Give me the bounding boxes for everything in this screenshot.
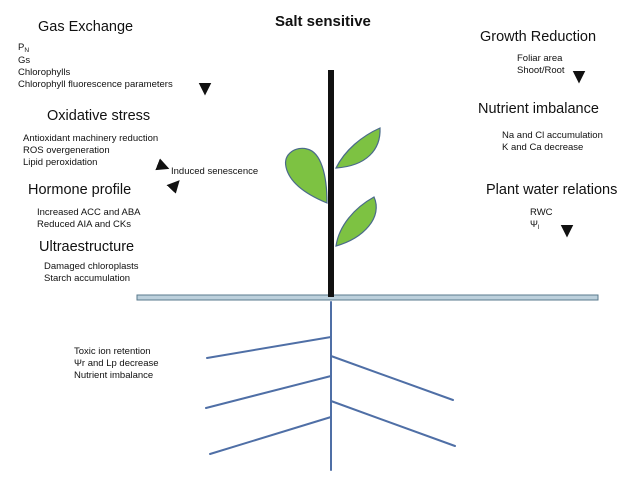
root-branch	[206, 336, 332, 359]
upper-right-leaf	[334, 127, 381, 169]
ground-line	[136, 294, 599, 301]
rwc-label: RWC	[530, 207, 553, 218]
root-system	[205, 301, 456, 471]
root-branch	[330, 355, 454, 401]
list-item: Foliar area	[517, 53, 563, 64]
list-item: Damaged chloroplasts	[44, 261, 139, 272]
list-item: Na and Cl accumulation	[502, 130, 603, 141]
list-item: Lipid peroxidation	[23, 156, 98, 168]
list-item: Starch accumulation	[44, 272, 131, 284]
nutrient-imbalance-heading: Nutrient imbalance	[478, 101, 599, 117]
list-item: Toxic ion retention	[74, 346, 151, 357]
diagram-title: Salt sensitive	[275, 13, 371, 30]
hormone-profile-heading: Hormone profile	[28, 182, 132, 198]
psi-label: Ψl	[530, 218, 540, 231]
root-branch	[209, 416, 332, 455]
pn-label: PN	[18, 42, 30, 54]
list-item: K and Ca decrease	[502, 141, 584, 153]
gas-exchange-list: PN Gs Chlorophylls Chlorophyll fluoresce…	[18, 42, 173, 91]
hormone-profile-list: Increased ACC and ABA Reduced AIA and CK…	[37, 207, 141, 231]
root-branch	[205, 375, 332, 409]
leaves	[285, 127, 381, 247]
list-item: Antioxidant machinery reduction	[23, 133, 159, 144]
gas-exchange-heading: Gas Exchange	[38, 19, 134, 35]
root-branch	[330, 400, 456, 447]
list-item: Increased ACC and ABA	[37, 207, 141, 218]
list-item: Nutrient imbalance	[74, 369, 154, 381]
ultraestructure-list: Damaged chloroplasts Starch accumulation	[44, 261, 139, 285]
plant-water-relations-heading: Plant water relations	[486, 182, 618, 198]
left-leaf	[285, 147, 328, 204]
nutrient-imbalance-list: Na and Cl accumulation K and Ca decrease	[502, 130, 603, 154]
stem	[328, 70, 334, 297]
list-item: Shoot/Root	[517, 64, 565, 76]
induced-senescence-label: Induced senescence	[171, 166, 259, 177]
hormone-to-senescence-arrow	[166, 180, 180, 194]
oxidative-stress-list: Antioxidant machinery reduction ROS over…	[23, 133, 158, 169]
ultraestructure-heading: Ultraestructure	[39, 239, 135, 255]
growth-reduction-heading: Growth Reduction	[480, 29, 597, 45]
root-effects-list: Toxic ion retention Ψr and Lp decrease N…	[74, 346, 159, 382]
chlorophylls-label: Chlorophylls	[18, 67, 71, 78]
oxidative-stress-heading: Oxidative stress	[47, 108, 151, 124]
fluorescence-label: Chlorophyll fluorescence parameters	[18, 78, 173, 90]
list-item: Reduced AIA and CKs	[37, 218, 132, 230]
gs-label: Gs	[18, 55, 31, 67]
lower-right-leaf	[335, 196, 377, 247]
plant-water-relations-list: RWC Ψl	[530, 207, 553, 232]
list-item: ROS overgeneration	[23, 144, 110, 156]
list-item: Ψr and Lp decrease	[74, 357, 159, 369]
growth-reduction-list: Foliar area Shoot/Root	[517, 53, 565, 77]
